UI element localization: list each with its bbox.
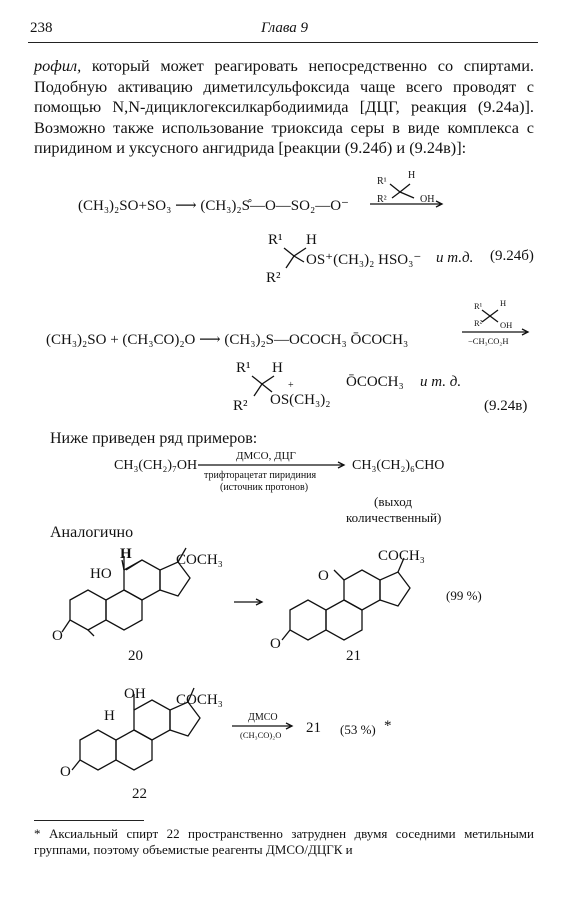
reaction-v-label: (9.24в) [484,398,528,414]
page-number: 238 [30,20,53,36]
examples-heading: Ниже приведен ряд примеров: [50,430,258,447]
compound-20-ho: HO [90,566,112,582]
examples-reactant: CH₃(CH₂)₇OH [114,458,198,473]
compound-21-label: 21 [346,648,361,664]
compound-20-structure [61,547,191,637]
examples-product: CH₃(CH₂)₆CHO [352,458,445,473]
yield-a: (99 %) [446,588,482,603]
examples-arrow [198,461,346,469]
analog-heading: Аналогично [50,524,134,541]
examples-reagent-above: ДМСО, ДЦГ [236,450,296,462]
reaction-v-counter-ion: ŌCOCH₃ [346,374,404,390]
reaction-v-h: H [272,360,283,376]
compound-21-o: O [270,636,281,652]
reaction-v-arrow-h: H [500,298,507,308]
reaction-v-product: OS(CH₃)₂ [270,392,331,408]
compound-22-o: O [60,764,71,780]
intro-italic-start: рофил, [34,56,82,75]
reaction-v-etc: и т. д. [420,374,462,390]
analog-reagent-below: (CH₃CO)₂O [240,730,282,740]
examples-reagent-below2: (источник протонов) [220,482,309,493]
reaction-v-line1: (CH₃)₂SO + (CH₃CO)₂O ⟶ (CH₃)₂S—OCOCH₃ ŌC… [46,332,409,348]
reaction-b-arrow-r1: R¹ [377,176,387,187]
footnote-rule [34,820,144,821]
compound-22-label: 22 [132,786,147,802]
reaction-v-product-plus: + [288,380,294,391]
reaction-v-r1: R¹ [236,360,251,376]
reaction-v-arrow-r2: R² [474,318,483,328]
examples-reagent-below1: трифторацетат пиридиния [204,470,317,481]
compound-22-oh: OH [124,686,146,702]
footnote-mark: * [384,718,392,734]
examples-yield1: (выход [374,494,412,509]
reaction-v-r2: R² [233,398,248,414]
compound-22-h: H [104,708,115,724]
yield-b: (53 %) [340,722,376,737]
reaction-b-r1: R¹ [268,232,283,248]
footnote: * Аксиальный спирт 22 пространственно за… [34,826,534,857]
intro-text: который может реагировать непосредственн… [34,56,534,157]
compound-20-h: H [120,546,132,562]
reaction-v-arrow [462,309,530,336]
reaction-v-arrow-below: −CH₃CO₂H [468,336,509,346]
compound-21-structure [281,557,411,641]
compound-21-acyl: COCH₃ [378,548,425,564]
chapter-title: Глава 9 [260,20,309,36]
reaction-b-h: H [306,232,317,248]
compound-20-label: 20 [128,648,143,664]
intro-paragraph: рофил, который может реагировать непосре… [34,56,534,159]
reaction-b-arrow-oh: OH [420,194,435,205]
reaction-b-arrow-h: H [408,170,416,181]
reaction-v-arrow-oh: OH [500,320,513,330]
reaction-b-r2: R² [266,270,281,286]
compound-20-o: O [52,628,63,644]
compound-21-o-top: O [318,568,329,584]
reaction-b-product: OS⁺(CH₃)₂ HSO₃⁻ [306,252,422,268]
reaction-b-line1: (CH₃)₂SO+SO₃ ⟶ (CH₃)₂S̊—O—SO₂—O⁻ [78,198,349,214]
reaction-v-arrow-r1: R¹ [474,301,483,311]
examples-yield2: количественный) [346,510,442,525]
compound-20-acyl: COCH₃ [176,552,223,568]
steroid-structures [61,547,411,771]
reaction-b-arrow [370,183,444,208]
reaction-b-bonds [283,247,307,269]
compound-22-structure [71,687,201,771]
header-rule [28,42,538,43]
reaction-b-label: (9.24б) [490,248,534,264]
reaction-b-arrow-r2: R² [377,194,387,205]
compound-22-acyl: COCH₃ [176,692,223,708]
reaction-v-bonds [251,375,275,397]
reaction-b-etc: и т.д. [436,250,474,266]
analog-product-num: 21 [306,720,321,736]
analog-reagent-above: ДМСО [248,712,278,723]
